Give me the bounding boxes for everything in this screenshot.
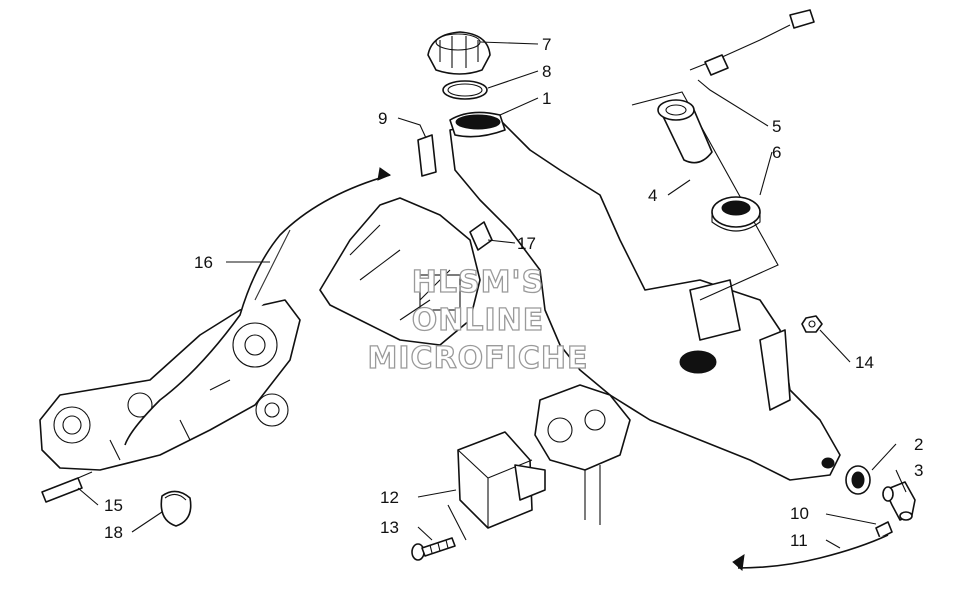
- clip: [469, 221, 493, 251]
- callout-13: 13: [380, 518, 399, 537]
- callout-7: 7: [542, 35, 551, 54]
- fitting: [41, 471, 93, 503]
- vent-line: [732, 534, 889, 571]
- pad: [417, 134, 437, 177]
- frame-bracket: [39, 299, 301, 471]
- fuel-tank: [449, 111, 841, 481]
- callout-11: 11: [790, 531, 808, 550]
- callout-labels: 7 8 1 9 5 6 4 17 16 14 2 3 12 10 15 13 1…: [104, 35, 923, 550]
- fuel-cap: [427, 31, 491, 75]
- bolt: [411, 537, 456, 561]
- watermark: HLSM'S ONLINE MICROFICHE: [367, 264, 589, 376]
- watermark-line-2: ONLINE: [412, 303, 545, 338]
- callout-18: 18: [104, 523, 123, 542]
- callout-15: 15: [104, 496, 123, 515]
- callout-12: 12: [380, 488, 399, 507]
- callout-1: 1: [542, 89, 551, 108]
- callout-8: 8: [542, 62, 551, 81]
- callout-4: 4: [648, 186, 657, 205]
- callout-14: 14: [855, 353, 874, 372]
- fuel-pump-assembly: [534, 384, 631, 525]
- grommet: [845, 465, 871, 495]
- small-clamp: [875, 521, 893, 539]
- nut: [801, 315, 823, 333]
- callout-3: 3: [914, 461, 923, 480]
- callout-2: 2: [914, 435, 923, 454]
- callout-17: 17: [517, 234, 536, 253]
- o-ring: [442, 80, 488, 100]
- callout-6: 6: [772, 143, 781, 162]
- callout-16: 16: [194, 253, 213, 272]
- watermark-line-1: HLSM'S: [412, 265, 544, 300]
- elbow-fitting: [882, 481, 916, 521]
- watermark-line-3: MICROFICHE: [368, 341, 589, 376]
- fuel-gauge-group: [631, 9, 815, 301]
- callout-9: 9: [378, 109, 387, 128]
- callout-5: 5: [772, 117, 781, 136]
- leader-lines: [77, 41, 907, 549]
- engine-outline: [319, 197, 481, 346]
- control-module: [457, 431, 546, 529]
- breather-hose: [124, 167, 392, 446]
- hose-clamp: [160, 490, 192, 527]
- callout-10: 10: [790, 504, 809, 523]
